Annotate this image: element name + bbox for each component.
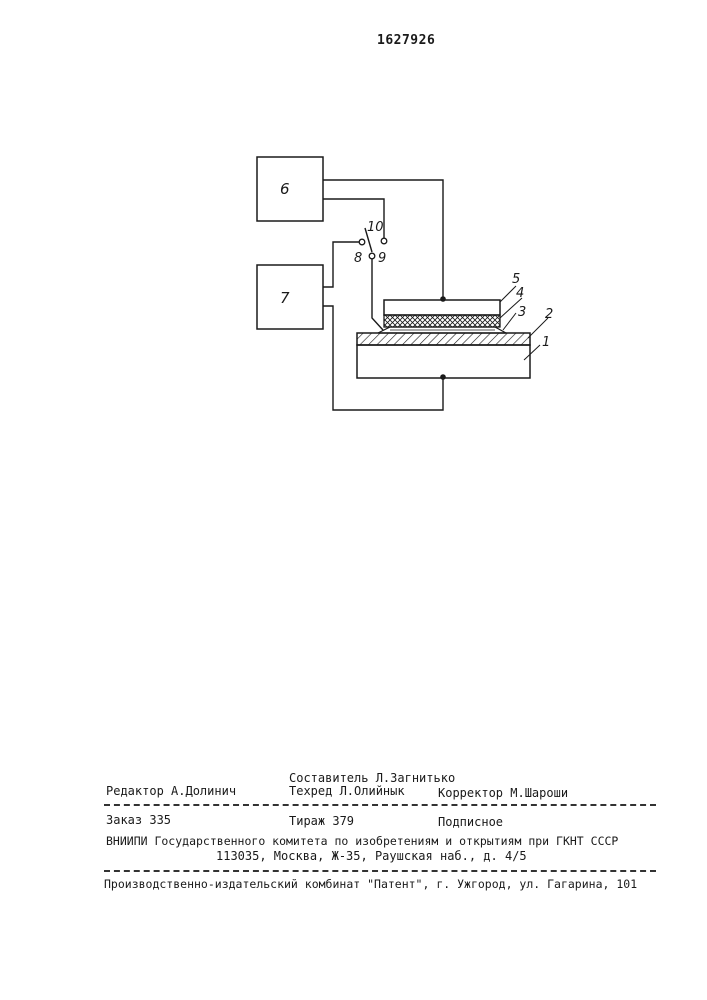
terminal-10 [381, 238, 387, 244]
institute: ВНИИПИ Государственного комитета по изоб… [106, 836, 618, 848]
layer-1 [357, 345, 530, 378]
label-3: 3 [518, 305, 526, 320]
techred-credit: Техред Л.Олийнык [289, 785, 405, 797]
layer-5 [384, 300, 500, 315]
order-number: Заказ 335 [106, 814, 171, 826]
divider-2 [104, 870, 656, 872]
block-6 [257, 157, 323, 221]
subscription: Подписное [438, 816, 503, 828]
divider-1 [104, 804, 656, 806]
institute-address: 113035, Москва, Ж-35, Раушская наб., д. … [216, 850, 527, 862]
editor-credit: Редактор А.Долинич [106, 785, 236, 797]
label-1: 1 [542, 335, 550, 350]
publisher: Производственно-издательский комбинат "П… [104, 879, 637, 891]
label-8: 8 [354, 251, 362, 266]
label-9: 9 [378, 251, 386, 266]
label-7: 7 [280, 289, 290, 307]
block-7 [257, 265, 323, 329]
layer-4 [384, 315, 500, 327]
label-5: 5 [512, 272, 520, 287]
terminal-9 [369, 253, 375, 259]
label-10: 10 [367, 220, 384, 235]
junction-top [440, 296, 446, 302]
corrector-credit: Корректор М.Шароши [438, 787, 568, 799]
label-2: 2 [545, 307, 553, 322]
circulation: Тираж 379 [289, 815, 354, 827]
terminal-8 [359, 239, 365, 245]
label-6: 6 [280, 180, 290, 198]
wires [323, 180, 443, 410]
label-4: 4 [516, 286, 524, 301]
compiler-credit: Составитель Л.Загнитько [289, 772, 455, 784]
junction-bottom [440, 374, 446, 380]
layer-2 [357, 333, 530, 345]
